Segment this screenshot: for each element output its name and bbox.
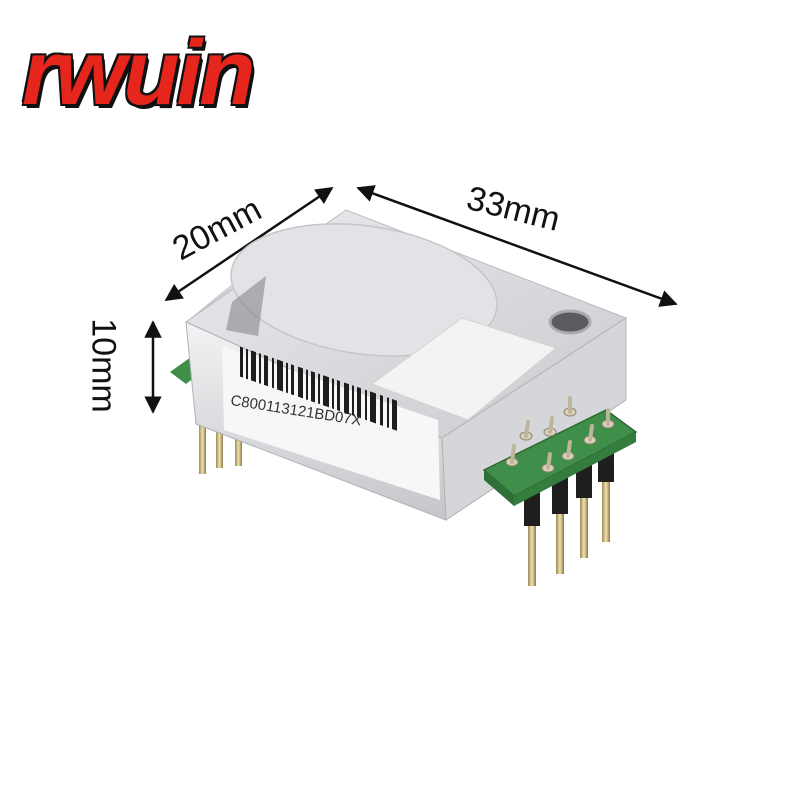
barcode: [240, 346, 397, 431]
product-label: [222, 346, 440, 500]
mounting-hole: [548, 309, 592, 335]
length-dimension-arrow: [356, 185, 678, 307]
width-dimension-arrow: [164, 186, 334, 302]
height-dimension-label: 10mm: [84, 318, 123, 413]
sensor-window: [230, 223, 498, 357]
right-header-pcb: [482, 396, 638, 586]
brand-logo-text: rwuin: [22, 22, 255, 124]
brand-logo: rwuin: [22, 18, 302, 128]
top-label-pad: [370, 317, 558, 421]
